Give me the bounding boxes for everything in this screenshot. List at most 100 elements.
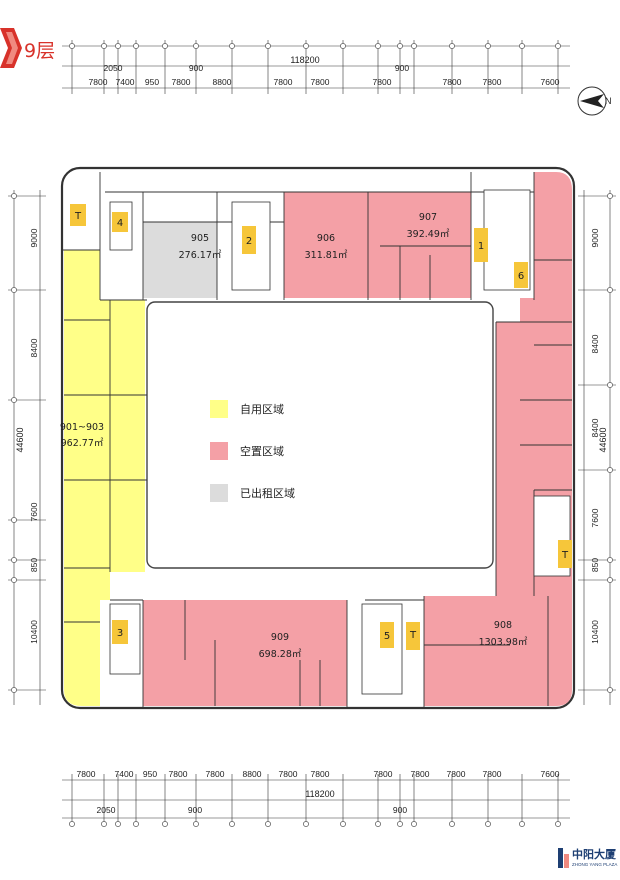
bottom-dim-12: 7600 xyxy=(541,769,560,779)
top-grid-bubble-1 xyxy=(101,43,107,49)
right-grid-bubble-3 xyxy=(607,467,613,473)
left-dimension-strip: 44600 9000 8400 7600 850 10400 xyxy=(8,190,46,705)
top-small-dim-2: 950 xyxy=(145,77,159,87)
zone-901-903 xyxy=(64,250,145,706)
left-dim-2: 8400 xyxy=(29,338,39,357)
top-dim-6: 7800 xyxy=(311,77,330,87)
top-grid-bubble-10 xyxy=(375,43,381,49)
room-909-number: 909 xyxy=(271,632,289,643)
bottom-small-dim-3: 900 xyxy=(188,805,202,815)
right-dim-4: 7600 xyxy=(590,508,600,527)
toilet-label-c: T xyxy=(561,550,569,561)
room-labels: 901~903 962.77㎡ 905 276.17㎡ 906 311.81㎡ … xyxy=(60,212,528,660)
top-dimension-strip: 118200 7800 7400 7800 8800 7800 7800 780… xyxy=(62,40,570,94)
bottom-grid-bubble-12 xyxy=(411,821,417,827)
bottom-grid-bubble-0 xyxy=(69,821,75,827)
stair-label-3: 3 xyxy=(117,628,123,639)
left-grid-bubble-6 xyxy=(11,687,17,693)
bottom-grid-bubble-2 xyxy=(115,821,121,827)
top-grid-bubble-3 xyxy=(133,43,139,49)
legend-label-self-use: 自用区域 xyxy=(240,403,284,416)
bottom-grid-bubble-16 xyxy=(555,821,561,827)
top-dim-2: 7400 xyxy=(116,77,135,87)
room-905-area: 276.17㎡ xyxy=(179,250,222,261)
top-grid-bubble-7 xyxy=(265,43,271,49)
left-dim-5: 10400 xyxy=(29,620,39,644)
chevron-light xyxy=(6,32,18,64)
toilet-marker-b xyxy=(406,622,420,650)
left-grid-bubble-5 xyxy=(11,577,17,583)
bottom-dim-9: 7800 xyxy=(411,769,430,779)
compass-north-label: N xyxy=(605,96,612,106)
top-small-dim-4: 900 xyxy=(395,63,409,73)
right-grid-bubble-6 xyxy=(607,687,613,693)
bottom-grid-bubble-15 xyxy=(519,821,525,827)
legend-label-leased: 已出租区域 xyxy=(240,486,295,500)
room-905-number: 905 xyxy=(191,233,209,244)
top-grid-bubble-15 xyxy=(519,43,525,49)
left-grid-bubble-1 xyxy=(11,287,17,293)
brand-mark-icon xyxy=(558,848,569,868)
zone-905 xyxy=(143,222,217,298)
top-dim-7: 7800 xyxy=(373,77,392,87)
stair-label-6: 6 xyxy=(518,271,524,282)
top-grid-bubble-8 xyxy=(303,43,309,49)
top-grid-bubble-16 xyxy=(555,43,561,49)
top-grid-bubble-12 xyxy=(411,43,417,49)
floor-badge-chevron xyxy=(0,28,22,68)
left-grid-bubble-2 xyxy=(11,397,17,403)
compass-arrow xyxy=(580,94,604,108)
top-dim-4: 8800 xyxy=(213,77,232,87)
area-fills xyxy=(64,172,572,706)
building-cores xyxy=(109,189,571,695)
top-grid-bubble-0 xyxy=(69,43,75,49)
stair-label-1: 1 xyxy=(478,241,484,252)
brand-subtitle: ZHONG YANG PLAZA xyxy=(572,862,618,867)
legend-label-vacant: 空置区域 xyxy=(240,444,284,458)
right-dim-3: 8400 xyxy=(590,418,600,437)
bottom-dim-2: 7400 xyxy=(115,769,134,779)
bottom-dim-10: 7800 xyxy=(447,769,466,779)
top-grid-bubble-11 xyxy=(397,43,403,49)
bottom-grid-bubble-11 xyxy=(397,821,403,827)
bottom-dim-1: 7800 xyxy=(77,769,96,779)
right-total-dimension: 44600 xyxy=(598,427,608,452)
top-grid-bubble-4 xyxy=(162,43,168,49)
room-907-number: 907 xyxy=(419,212,437,223)
bottom-grid-bubble-9 xyxy=(340,821,346,827)
right-dim-5: 850 xyxy=(590,558,600,572)
legend-swatch-vacant xyxy=(210,442,228,460)
bottom-grid-bubble-14 xyxy=(485,821,491,827)
left-total-dimension: 44600 xyxy=(15,427,25,452)
toilet-label-a: T xyxy=(74,211,82,222)
room-909-area: 698.28㎡ xyxy=(259,649,302,660)
stair-label-4: 4 xyxy=(117,218,123,229)
stair-marker-3 xyxy=(112,620,128,644)
toilet-marker-a xyxy=(70,204,86,226)
bottom-grid-bubble-4 xyxy=(162,821,168,827)
room-906-number: 906 xyxy=(317,233,335,244)
left-grid-bubble-0 xyxy=(11,193,17,199)
toilet-marker-c xyxy=(558,540,572,568)
legend-swatch-self-use xyxy=(210,400,228,418)
top-grid-bubble-6 xyxy=(229,43,235,49)
right-grid-ticks xyxy=(578,193,616,693)
room-901-903-area: 962.77㎡ xyxy=(61,438,104,449)
zone-907 xyxy=(368,192,471,298)
top-grid-bubble-9 xyxy=(340,43,346,49)
stair-marker-4 xyxy=(112,212,128,232)
bottom-grid-bubble-10 xyxy=(375,821,381,827)
legend: 自用区域 空置区域 已出租区域 xyxy=(210,400,295,502)
left-grid-ticks xyxy=(8,193,46,693)
stair-marker-2 xyxy=(242,226,256,254)
top-dim-5: 7800 xyxy=(274,77,293,87)
chevron-red xyxy=(0,28,22,68)
north-compass: N xyxy=(577,86,612,116)
bottom-small-dim-4: 900 xyxy=(393,805,407,815)
bottom-total-dimension: 118200 xyxy=(305,789,334,799)
central-atrium xyxy=(146,301,494,569)
right-grid-bubble-4 xyxy=(607,557,613,563)
bottom-dim-4: 7800 xyxy=(206,769,225,779)
top-dim-8: 7800 xyxy=(443,77,462,87)
bottom-dim-3: 7800 xyxy=(169,769,188,779)
